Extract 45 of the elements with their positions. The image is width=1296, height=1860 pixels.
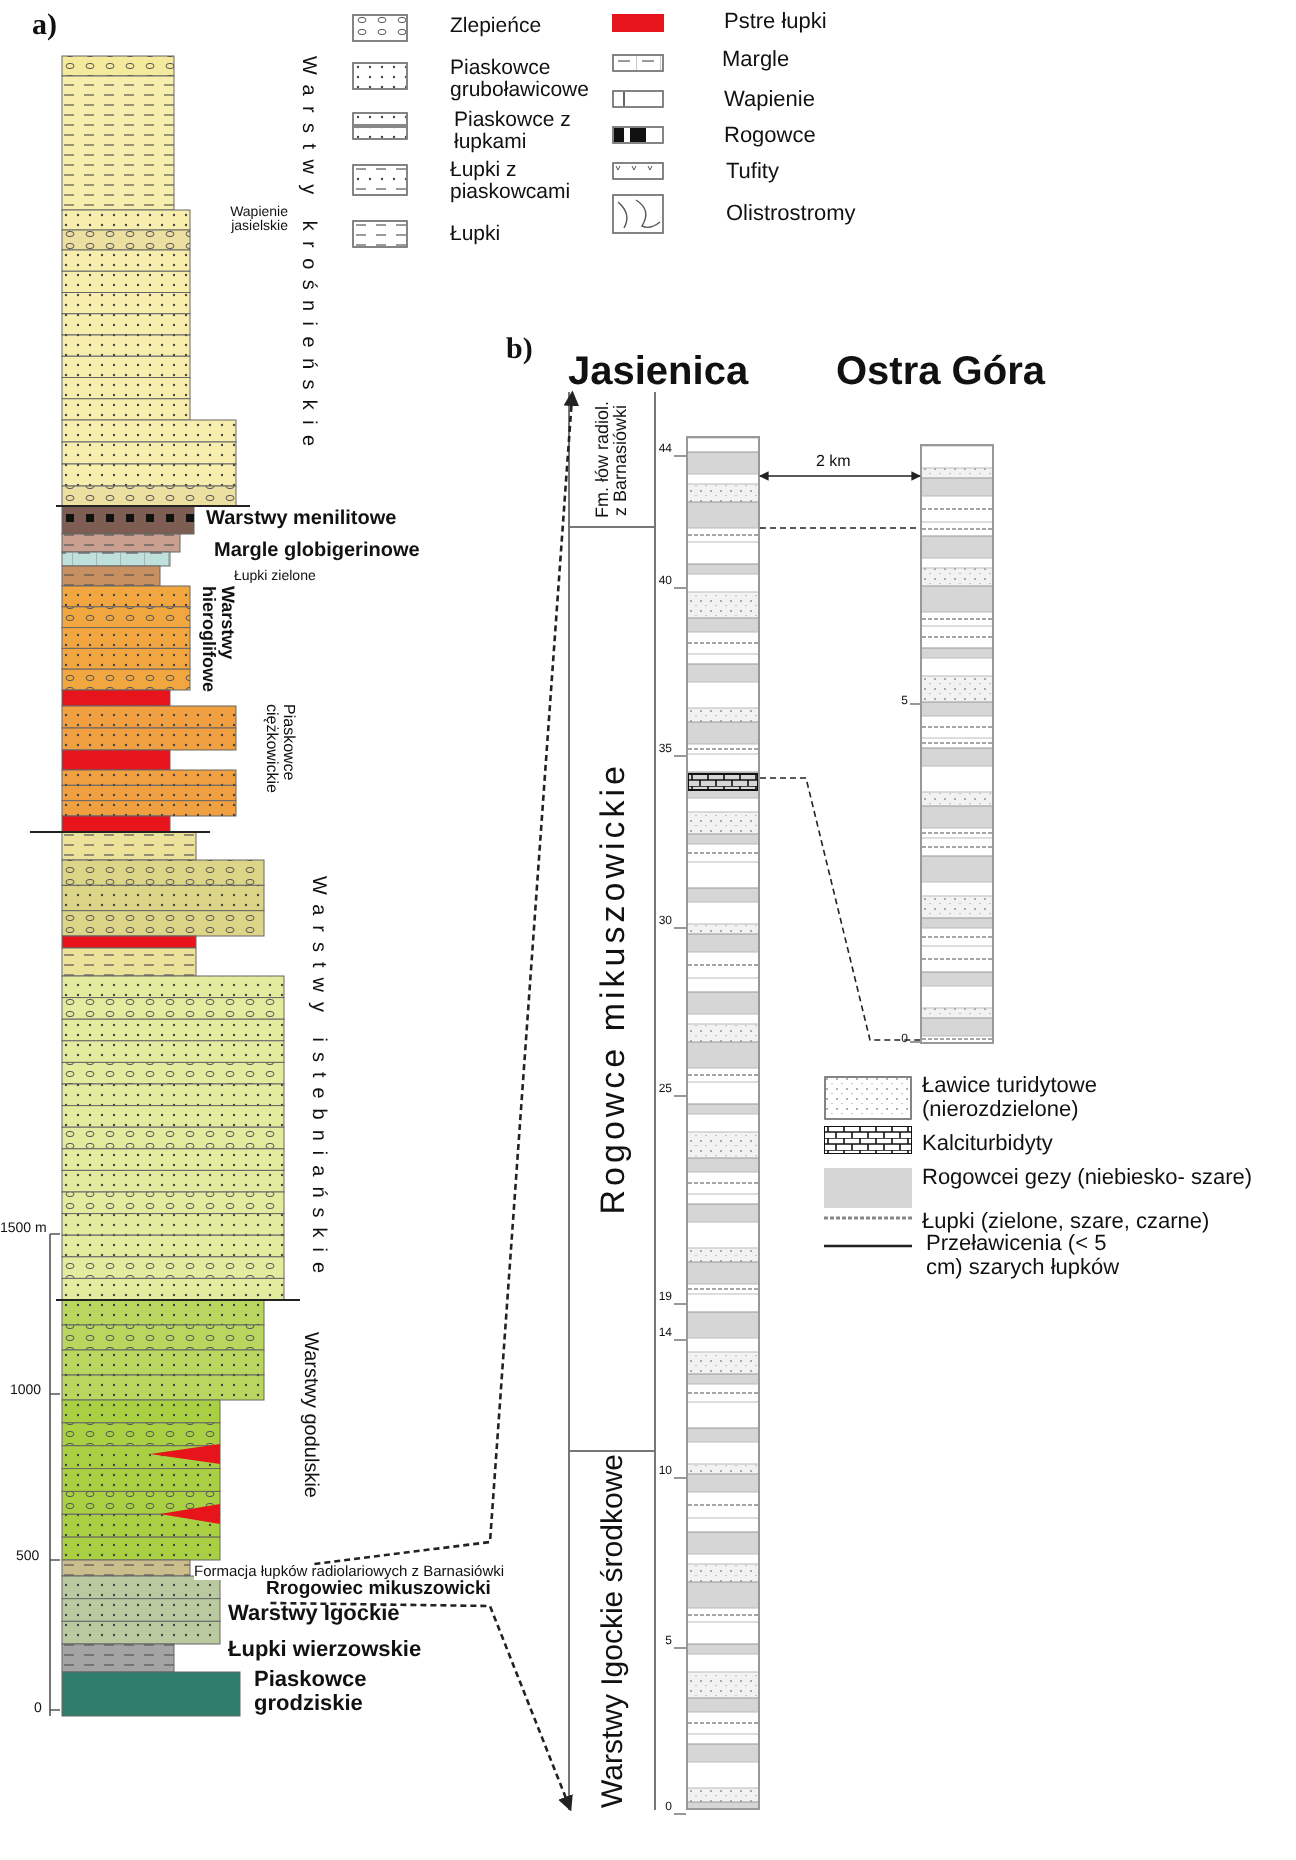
unit-name: Warstwy Igockie środkowe (597, 1454, 627, 1808)
edge-label: 2 km (814, 452, 853, 470)
unit-name: Piaskowce grodziskie (254, 1670, 369, 1717)
legend-label: Piaskowce gruboławicowe (450, 58, 591, 103)
unit-bracket (568, 528, 656, 1452)
legend-label: Ławice turidytowe (nierozdzielone) (922, 1076, 1099, 1123)
unit-name: Warstwy istebniańskie (306, 876, 327, 1284)
unit-name: Margle globigerinowe (214, 542, 420, 563)
unit-name: Rogowce mikuszowickie (595, 762, 629, 1216)
legend-label: Piaskowce z łupkami (454, 110, 573, 155)
unit-name: Warstwy hieroglifowe (198, 586, 236, 697)
legend-label: Rogowce (724, 126, 816, 150)
legend-label: Łupki z piaskowcami (450, 160, 573, 205)
correlation-line (759, 527, 921, 529)
legend-label: Zlepieńce (450, 16, 544, 39)
dashed-arrow (314, 390, 580, 1566)
legend-label: Wapienie (724, 90, 815, 114)
legend-label: Przeławicenia (< 5 cm) szarych łupków (926, 1234, 1122, 1281)
legend-label: Rogowcei gezy (niebiesko- szare) (922, 1168, 1253, 1192)
unit-name: Warstwy godulskie (298, 1332, 319, 1498)
unit-name: Fm. łów radiol. z Barnasiówki (594, 398, 630, 522)
legend-label: Łupki (zielone, szare, czarne) (922, 1212, 1210, 1234)
formation-label: Rrogowiec mikuszowicki (266, 1580, 491, 1601)
unit-bracket (568, 392, 656, 528)
legend-label: Tufity (726, 162, 779, 186)
unit-name: Warstwy menilitowe (206, 510, 397, 531)
section-title: Ostra Góra (836, 352, 1045, 394)
unit-name: Warstwy krośnieńskie (296, 56, 317, 457)
dashed-arrow (270, 1601, 573, 1812)
unit-name: Piaskowce ciężkowickie (262, 704, 296, 797)
panel-letter: b) (506, 336, 533, 368)
unit-bracket (568, 1452, 656, 1810)
legend-label: Olistrostromy (726, 204, 856, 228)
unit-name: Warstwy Igockie (228, 1604, 400, 1628)
panel-letter: a) (32, 12, 57, 44)
section-column (686, 436, 760, 1810)
legend-label: Pstre łupki (724, 12, 827, 36)
unit-name: Łupki wierzowskie (228, 1640, 422, 1664)
dashed-arrow (759, 471, 921, 481)
section-column (920, 444, 994, 1044)
correlation-line (759, 777, 921, 1041)
legend-label: Łupki (450, 224, 503, 247)
legend-label: Margle (722, 50, 790, 74)
section-title: Jasienica (568, 352, 749, 394)
legend-label: Kalciturbidyty (922, 1134, 1053, 1158)
